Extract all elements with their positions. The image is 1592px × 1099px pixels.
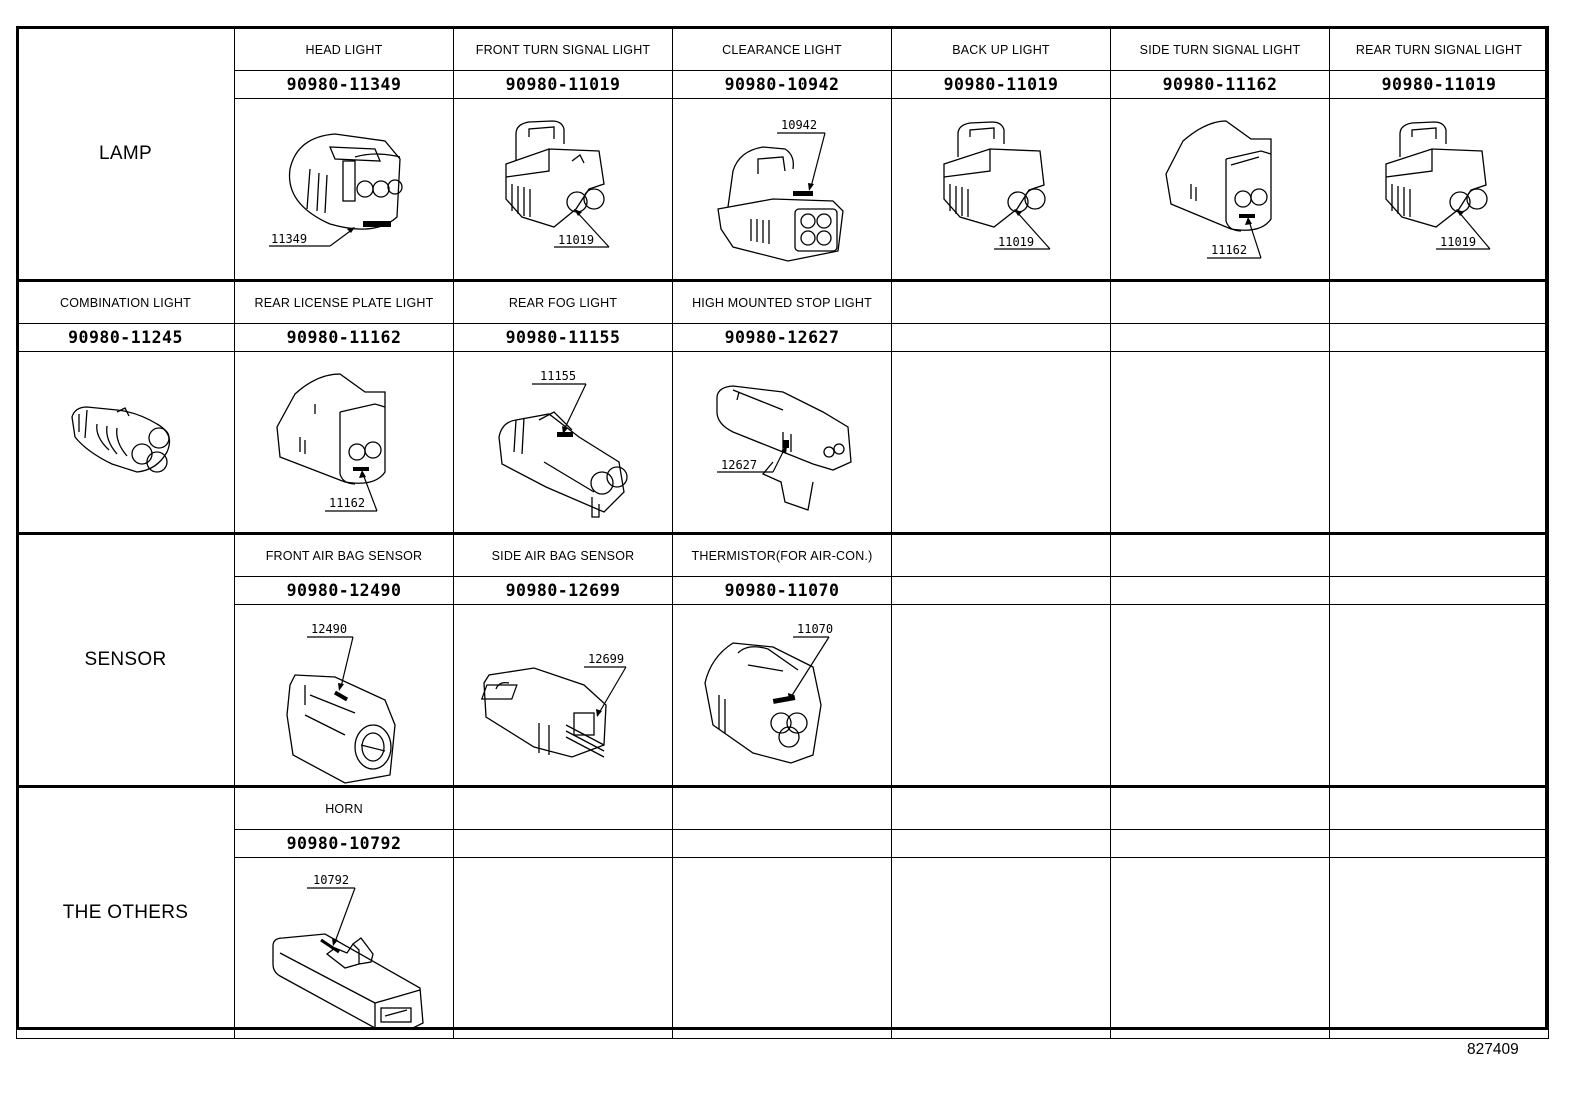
- empty-label: [891, 785, 1111, 830]
- connector-drawing-cell: 10942: [672, 98, 892, 281]
- category-the-others: THE OTHERS: [16, 785, 235, 1039]
- connector-airbag-side-icon: 12699: [480, 652, 627, 758]
- empty-cell: [1329, 604, 1549, 787]
- connector-label: HEAD LIGHT: [234, 26, 454, 71]
- connector-4pin-icon: 10942: [717, 118, 844, 262]
- part-number: 90980-10792: [234, 829, 454, 858]
- empty-part-number: [1110, 829, 1330, 858]
- part-number: 90980-12490: [234, 576, 454, 605]
- part-number: 90980-10942: [672, 70, 892, 99]
- empty-cell: [891, 351, 1111, 534]
- part-number: 90980-11019: [891, 70, 1111, 99]
- callout-label: 12627: [721, 458, 757, 472]
- callout-label: 10942: [781, 118, 817, 132]
- callout-label: 12699: [588, 652, 624, 666]
- connector-airbag-front-icon: 12490: [286, 622, 396, 784]
- connector-drawing-cell: [16, 351, 235, 534]
- callout-label: 11019: [998, 235, 1034, 249]
- connector-2pin-latch-icon: 11019: [1385, 121, 1491, 250]
- part-number: 90980-11155: [453, 323, 673, 352]
- connector-2pin-latch-icon: 11019: [505, 120, 610, 248]
- connector-label: HIGH MOUNTED STOP LIGHT: [672, 279, 892, 324]
- connector-3pin-bracket-icon: 12627: [716, 385, 852, 511]
- connector-label: HORN: [234, 785, 454, 830]
- empty-label: [1110, 279, 1330, 324]
- callout-label: 11019: [1440, 235, 1476, 249]
- empty-label: [1329, 785, 1549, 830]
- empty-cell: [891, 857, 1111, 1039]
- connector-drawing-cell: 11349: [234, 98, 454, 281]
- connector-label: FRONT AIR BAG SENSOR: [234, 532, 454, 577]
- empty-part-number: [1110, 576, 1330, 605]
- empty-cell: [1110, 351, 1330, 534]
- empty-cell: [1329, 351, 1549, 534]
- connector-reference-table: LAMP HEAD LIGHT FRONT TURN SIGNAL LIGHT …: [16, 26, 1549, 1039]
- empty-cell: [891, 604, 1111, 787]
- empty-label: [891, 532, 1111, 577]
- connector-drawing-cell: 11162: [234, 351, 454, 534]
- connector-drawing-cell: 11070: [672, 604, 892, 787]
- connector-label: THERMISTOR(FOR AIR-CON.): [672, 532, 892, 577]
- callout-label: 11019: [558, 233, 594, 247]
- empty-cell: [1329, 857, 1549, 1039]
- empty-cell: [1110, 604, 1330, 787]
- connector-2pin-hood-icon: 11162: [276, 373, 386, 512]
- callout-label: 11349: [271, 232, 307, 246]
- part-number: 90980-11162: [1110, 70, 1330, 99]
- table-outer-border: [16, 26, 1548, 1030]
- empty-label: [1329, 532, 1549, 577]
- callout-label: 12490: [311, 622, 347, 636]
- connector-drawing-cell: 11019: [1329, 98, 1549, 281]
- connector-3pin-bulb-socket-icon: [71, 406, 171, 473]
- connector-label: SIDE AIR BAG SENSOR: [453, 532, 673, 577]
- empty-label: [1110, 785, 1330, 830]
- empty-part-number: [1110, 323, 1330, 352]
- connector-drawing-cell: 12627: [672, 351, 892, 534]
- empty-cell: [1110, 857, 1330, 1039]
- connector-drawing-cell: 12699: [453, 604, 673, 787]
- empty-cell: [453, 857, 673, 1039]
- connector-2pin-thermistor-icon: 11070: [704, 622, 833, 764]
- empty-label: [453, 785, 673, 830]
- callout-label: 11070: [797, 622, 833, 636]
- connector-drawing-cell: 10792: [234, 857, 454, 1039]
- callout-label: 10792: [313, 873, 349, 887]
- connector-2pin-latch-icon: 11019: [943, 121, 1051, 250]
- callout-label: 11162: [329, 496, 365, 510]
- connector-label: SIDE TURN SIGNAL LIGHT: [1110, 26, 1330, 71]
- connector-drawing-cell: 11155: [453, 351, 673, 534]
- part-number: 90980-11245: [16, 323, 235, 352]
- empty-part-number: [1329, 323, 1549, 352]
- connector-drawing-cell: 11019: [891, 98, 1111, 281]
- part-number: 90980-11019: [453, 70, 673, 99]
- connector-label: BACK UP LIGHT: [891, 26, 1111, 71]
- connector-2pin-hood-icon: 11162: [1165, 120, 1272, 259]
- connector-label: CLEARANCE LIGHT: [672, 26, 892, 71]
- connector-1pin-horn-icon: 10792: [272, 873, 424, 1029]
- connector-2pin-inline-icon: 11155: [498, 369, 628, 518]
- callout-label: 11155: [540, 369, 576, 383]
- connector-label: REAR TURN SIGNAL LIGHT: [1329, 26, 1549, 71]
- connector-drawing-cell: 11019: [453, 98, 673, 281]
- part-number: 90980-11349: [234, 70, 454, 99]
- category-lamp: LAMP: [16, 26, 235, 281]
- drawing-id: 827409: [1467, 1041, 1519, 1058]
- part-number: 90980-11019: [1329, 70, 1549, 99]
- connector-3pin-round-icon: 11349: [269, 133, 403, 247]
- connector-label: REAR FOG LIGHT: [453, 279, 673, 324]
- callout-label: 11162: [1211, 243, 1247, 257]
